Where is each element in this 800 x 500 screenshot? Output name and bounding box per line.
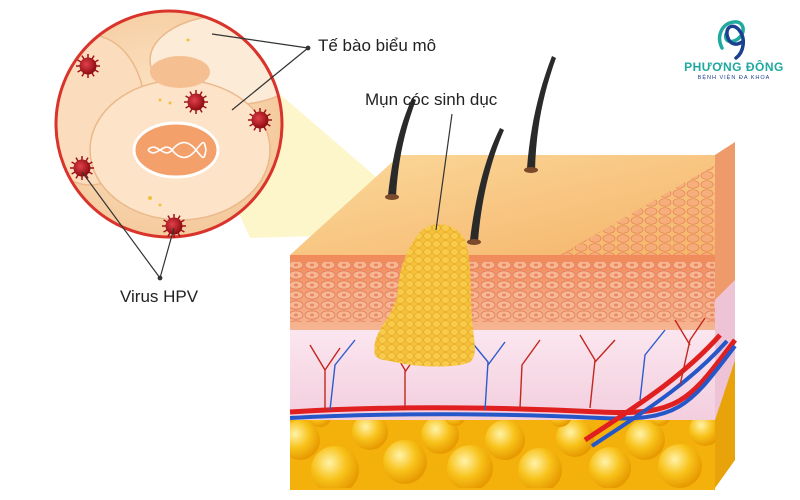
fat-cell — [518, 448, 562, 488]
hpv-virus-icon — [162, 214, 186, 238]
fat-cell — [383, 440, 427, 484]
fat-cell — [485, 420, 525, 460]
fat-cell — [689, 420, 715, 446]
fat-cell — [421, 420, 459, 454]
fat-cell — [658, 444, 702, 488]
fat-cell — [548, 420, 572, 427]
genital-wart — [374, 224, 475, 367]
vein — [289, 344, 737, 421]
fat-cells — [290, 420, 715, 488]
logo-name: PHƯƠNG ĐÔNG — [684, 60, 784, 74]
leader-lines — [81, 33, 453, 281]
fat-cell — [556, 420, 594, 457]
artery — [289, 338, 738, 416]
hpv-virus-label: Virus HPV — [120, 287, 199, 306]
hpv-virus-icon — [248, 108, 272, 132]
fat-cell — [625, 420, 665, 460]
fat-cell — [649, 420, 671, 426]
skin-block — [289, 56, 738, 490]
fat-cell — [308, 420, 332, 427]
hpv-virus-icon — [70, 156, 94, 180]
genital-warts-label: Mụn cóc sinh dục — [365, 90, 498, 109]
capillaries — [309, 317, 706, 411]
hpv-virus-icon — [184, 90, 208, 114]
epithelial-cells-label: Tế bào biểu mô — [318, 36, 437, 55]
fat-cell — [290, 420, 320, 460]
cell-nucleus-icon — [132, 121, 220, 179]
logo-subtitle: BỆNH VIỆN ĐA KHOA — [697, 75, 771, 81]
fat-cell — [352, 420, 388, 450]
fat-cell — [589, 447, 631, 488]
fat-cell — [311, 446, 359, 488]
hpv-virus-icon — [76, 54, 100, 78]
fat-cell — [447, 445, 493, 488]
phuong-dong-logo-icon: PHƯƠNG ĐÔNG BỆNH VIỆN ĐA KHOA — [684, 18, 784, 92]
magnified-cell-view — [54, 9, 284, 239]
fat-cell — [444, 420, 466, 426]
hair-icon — [388, 56, 556, 242]
